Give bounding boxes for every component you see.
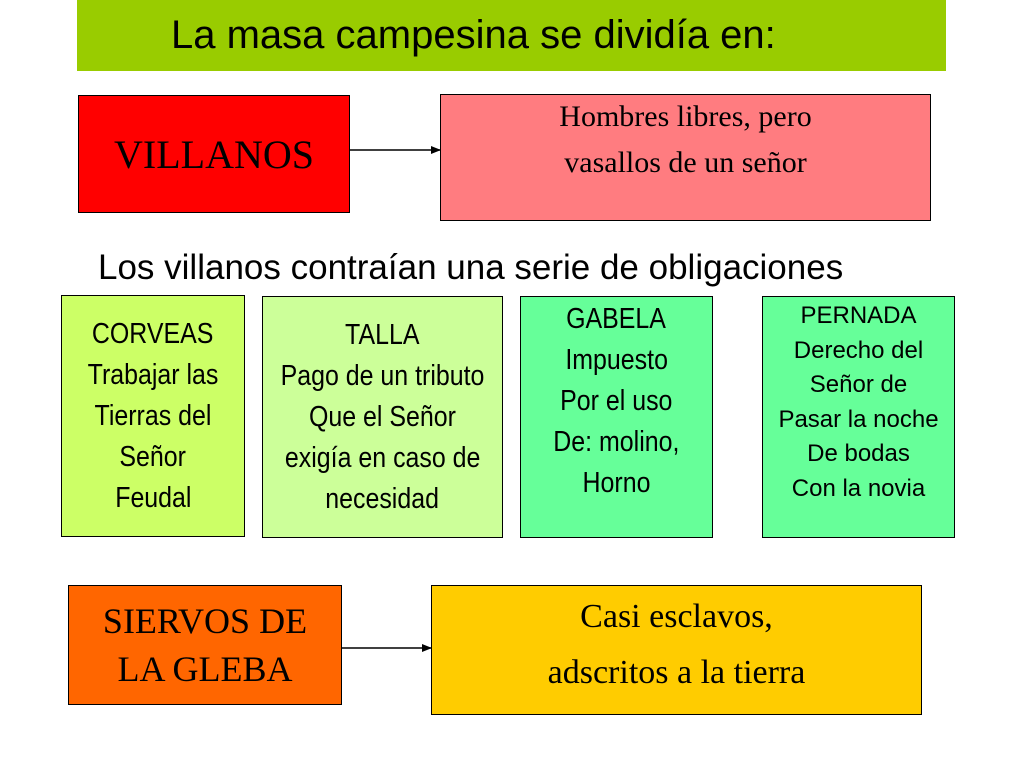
pernada-box: PERNADA Derecho del Señor de Pasar la no…: [762, 296, 955, 538]
pernada-line: De bodas: [807, 440, 910, 467]
pernada-line: Pasar la noche: [778, 405, 939, 433]
gabela-line: Horno: [582, 467, 651, 499]
villanos-description-line: Hombres libres, pero: [559, 100, 812, 133]
gabela-box: GABELA Impuesto Por el uso De: molino, H…: [520, 296, 713, 538]
corveas-line: CORVEAS: [92, 317, 214, 350]
obligaciones-heading: Los villanos contraían una serie de obli…: [98, 248, 844, 287]
siervos-description-box: Casi esclavos, adscritos a la tierra: [431, 585, 922, 715]
gabela-line: De: molino,: [553, 426, 680, 458]
villanos-label: VILLANOS: [114, 131, 314, 177]
corveas-line: Trabajar las: [87, 358, 219, 391]
gabela-line: Por el uso: [560, 385, 673, 417]
corveas-line: Feudal: [114, 481, 192, 514]
villanos-box: VILLANOS: [78, 95, 350, 213]
corveas-line: Tierras del: [94, 399, 212, 432]
talla-line: necesidad: [325, 482, 440, 515]
pernada-line: Señor de: [809, 371, 908, 398]
siervos-label-line: LA GLEBA: [117, 649, 293, 689]
siervos-description-line: adscritos a la tierra: [547, 654, 806, 691]
talla-line: TALLA: [345, 318, 420, 351]
slide-title: La masa campesina se dividía en:: [77, 0, 946, 71]
pernada-line: Derecho del: [793, 336, 924, 364]
talla-line: Pago de un tributo: [280, 359, 485, 392]
siervos-description-line: Casi esclavos,: [580, 598, 773, 635]
pernada-line: Con la novia: [791, 474, 926, 502]
siervos-label-line: SIERVOS DE: [102, 601, 308, 641]
corveas-line: Señor: [119, 440, 187, 473]
talla-line: Que el Señor: [309, 400, 456, 433]
villanos-description-line: vasallos de un señor: [564, 146, 807, 179]
talla-box: TALLA Pago de un tributo Que el Señor ex…: [262, 296, 503, 538]
title-text: La masa campesina se dividía en:: [171, 13, 776, 57]
gabela-line: GABELA: [566, 303, 667, 335]
gabela-line: Impuesto: [565, 344, 668, 376]
pernada-line: PERNADA: [800, 302, 917, 329]
villanos-description-box: Hombres libres, pero vasallos de un seño…: [440, 94, 931, 221]
corveas-box: CORVEAS Trabajar las Tierras del Señor F…: [61, 295, 245, 537]
siervos-box: SIERVOS DE LA GLEBA: [68, 585, 342, 705]
talla-line: exigía en caso de: [284, 441, 481, 474]
